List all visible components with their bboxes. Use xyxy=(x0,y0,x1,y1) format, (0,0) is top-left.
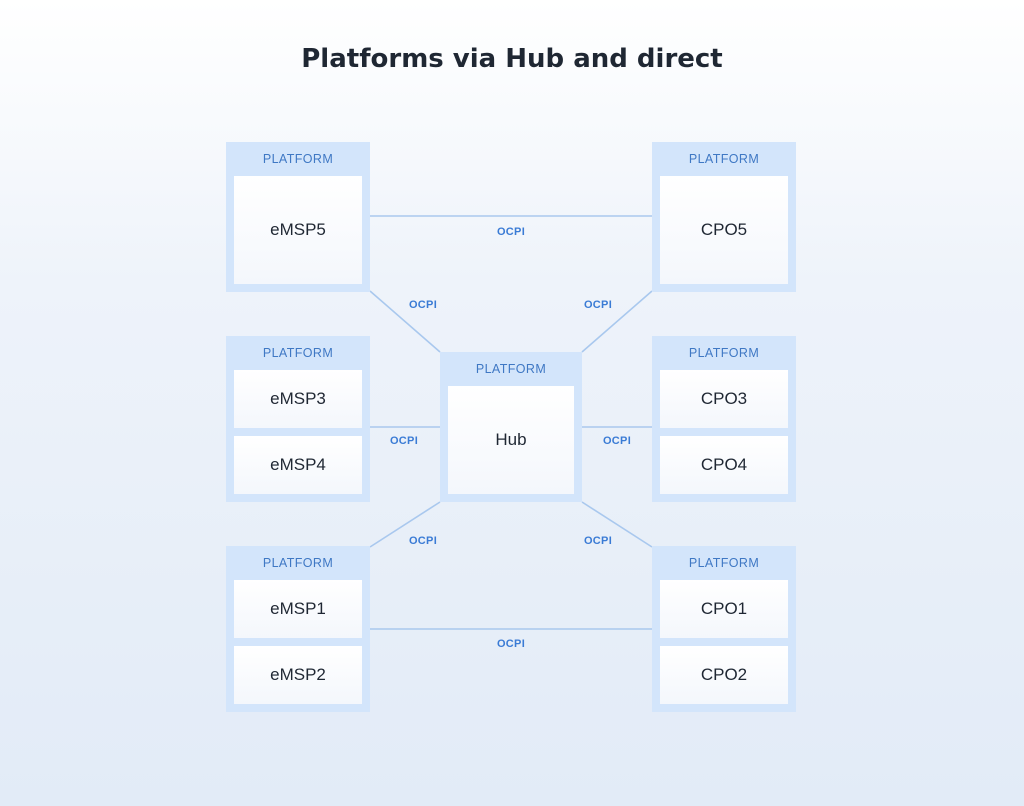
node-hub: Hub xyxy=(448,386,574,494)
ocpi-label-cpo5-hub: OCPI xyxy=(583,299,613,311)
diagram-title: Platforms via Hub and direct xyxy=(301,44,723,74)
node-cpo4: CPO4 xyxy=(660,436,788,494)
platform-label: PLATFORM xyxy=(262,152,334,166)
platform-cpo5: PLATFORM CPO5 xyxy=(652,142,796,292)
connector-emsp5-hub xyxy=(369,290,441,353)
platform-cpo34: PLATFORM CPO3 CPO4 xyxy=(652,336,796,502)
platform-label: PLATFORM xyxy=(475,362,547,376)
platform-emsp34: PLATFORM eMSP3 eMSP4 xyxy=(226,336,370,502)
platform-label: PLATFORM xyxy=(262,556,334,570)
ocpi-label-top: OCPI xyxy=(496,226,526,238)
platform-emsp12: PLATFORM eMSP1 eMSP2 xyxy=(226,546,370,712)
ocpi-label-hub-emsp12: OCPI xyxy=(408,535,438,547)
node-emsp2: eMSP2 xyxy=(234,646,362,704)
platform-label: PLATFORM xyxy=(688,152,760,166)
platform-hub: PLATFORM Hub xyxy=(440,352,582,502)
ocpi-label-emsp34-hub: OCPI xyxy=(389,435,419,447)
platform-label: PLATFORM xyxy=(688,346,760,360)
connector-cpo5-hub xyxy=(581,290,653,353)
ocpi-label-hub-cpo12: OCPI xyxy=(583,535,613,547)
node-cpo1: CPO1 xyxy=(660,580,788,638)
platform-label: PLATFORM xyxy=(688,556,760,570)
node-emsp3: eMSP3 xyxy=(234,370,362,428)
node-emsp5: eMSP5 xyxy=(234,176,362,284)
node-emsp4: eMSP4 xyxy=(234,436,362,494)
platform-label: PLATFORM xyxy=(262,346,334,360)
platform-emsp5: PLATFORM eMSP5 xyxy=(226,142,370,292)
node-cpo3: CPO3 xyxy=(660,370,788,428)
connector-hub-emsp12 xyxy=(369,501,441,548)
node-cpo2: CPO2 xyxy=(660,646,788,704)
node-cpo5: CPO5 xyxy=(660,176,788,284)
platform-cpo12: PLATFORM CPO1 CPO2 xyxy=(652,546,796,712)
node-emsp1: eMSP1 xyxy=(234,580,362,638)
ocpi-label-emsp5-hub: OCPI xyxy=(408,299,438,311)
connector-hub-cpo12 xyxy=(581,501,653,548)
ocpi-label-cpo34-hub: OCPI xyxy=(602,435,632,447)
ocpi-label-bottom: OCPI xyxy=(496,638,526,650)
